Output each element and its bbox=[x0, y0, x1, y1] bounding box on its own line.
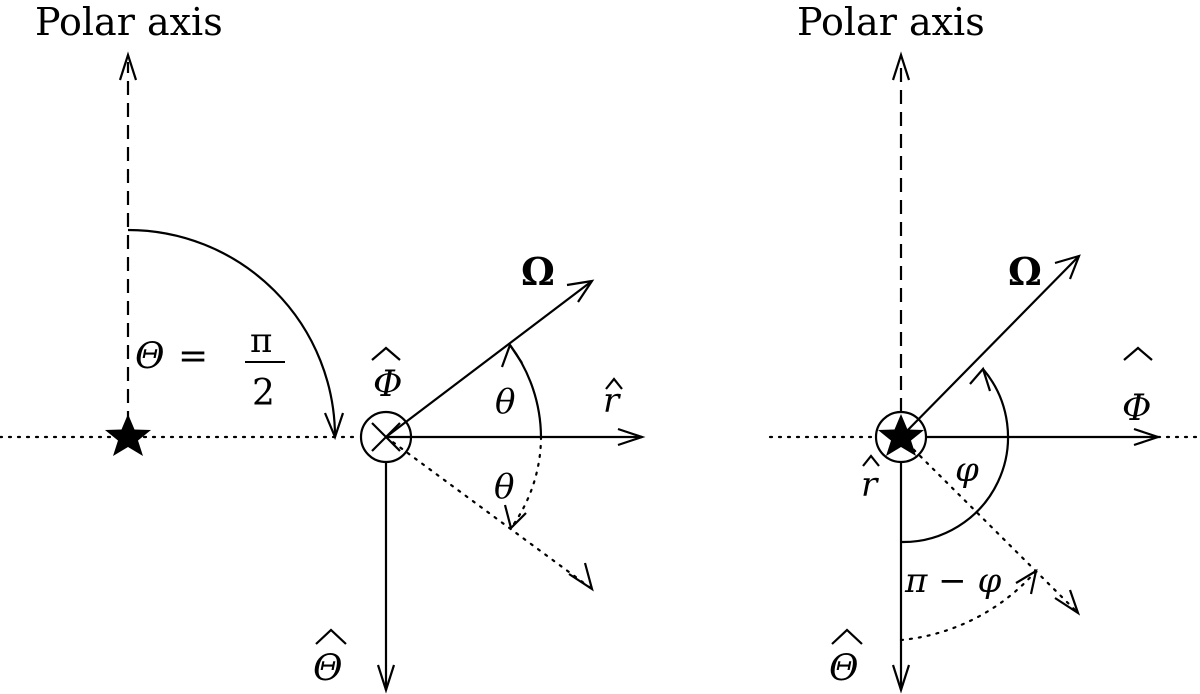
right-r-hat-caret bbox=[862, 454, 880, 467]
left-title: Polar axis bbox=[35, 0, 223, 44]
right-theta-hat-caret bbox=[831, 628, 863, 645]
left-omega-label: Ω bbox=[521, 249, 555, 294]
right-phi-hat-arrowhead bbox=[1133, 427, 1162, 447]
left-r-hat-arrowhead bbox=[617, 427, 646, 447]
left-theta-symbol: Θ bbox=[135, 336, 165, 377]
right-reflected-dotted-arrow bbox=[899, 435, 1080, 615]
right-omega-arrowhead bbox=[1054, 254, 1081, 280]
left-r-hat-label: r bbox=[603, 381, 621, 421]
right-pi-minus-varphi-arrowhead bbox=[1015, 568, 1038, 595]
right-panel: Polar axis Φ r Θ Ω φ bbox=[768, 0, 1200, 694]
right-varphi-label: φ bbox=[955, 450, 979, 490]
left-theta-arc bbox=[127, 228, 337, 438]
left-polar-axis-arrowhead bbox=[118, 51, 138, 81]
left-phi-hat-label: Φ bbox=[373, 364, 403, 405]
right-star-icon bbox=[878, 414, 924, 456]
left-omega-arrow bbox=[385, 280, 593, 438]
left-theta-upper-arrowhead bbox=[500, 342, 523, 368]
left-r-hat-caret bbox=[605, 377, 623, 390]
right-pi-minus-varphi-label: π − φ bbox=[904, 561, 1001, 601]
right-omega-arrow bbox=[900, 255, 1080, 438]
left-pi-numerator: π bbox=[250, 321, 272, 361]
right-theta-hat-label: Θ bbox=[829, 648, 859, 689]
left-phi-hat-caret bbox=[371, 346, 401, 361]
right-phi-hat-label: Φ bbox=[1122, 388, 1152, 429]
right-polar-axis-arrowhead bbox=[891, 51, 911, 81]
right-reflected-arrowhead bbox=[1054, 589, 1081, 616]
left-reflected-arrowhead bbox=[568, 562, 594, 592]
right-r-hat-label: r bbox=[861, 465, 879, 505]
right-phi-hat-caret bbox=[1123, 346, 1153, 361]
left-theta-arc-arrowhead bbox=[323, 412, 345, 441]
left-theta-upper-label: θ bbox=[495, 382, 515, 422]
left-theta-lower-arc bbox=[509, 435, 543, 530]
left-two-denominator: 2 bbox=[252, 373, 275, 414]
right-pi-minus-varphi-arc bbox=[899, 569, 1038, 642]
left-omega-arrowhead bbox=[566, 279, 595, 303]
left-theta-hat-caret bbox=[315, 628, 347, 645]
left-theta-lower-arrowhead bbox=[503, 504, 527, 531]
left-theta-hat-arrowhead bbox=[376, 664, 396, 694]
left-equals-sign: = bbox=[178, 336, 208, 377]
left-theta-hat-label: Θ bbox=[313, 648, 343, 689]
right-varphi-arrowhead bbox=[969, 366, 992, 392]
left-reflected-dotted-arrow bbox=[384, 435, 594, 591]
left-star-icon bbox=[105, 414, 151, 456]
right-theta-hat-arrowhead bbox=[891, 664, 911, 694]
left-panel: Polar axis Θ = π 2 Φ r Θ bbox=[0, 0, 646, 694]
right-varphi-arc bbox=[900, 368, 1010, 544]
right-title: Polar axis bbox=[797, 0, 985, 44]
right-omega-label: Ω bbox=[1008, 249, 1042, 294]
left-theta-lower-label: θ bbox=[494, 467, 514, 507]
